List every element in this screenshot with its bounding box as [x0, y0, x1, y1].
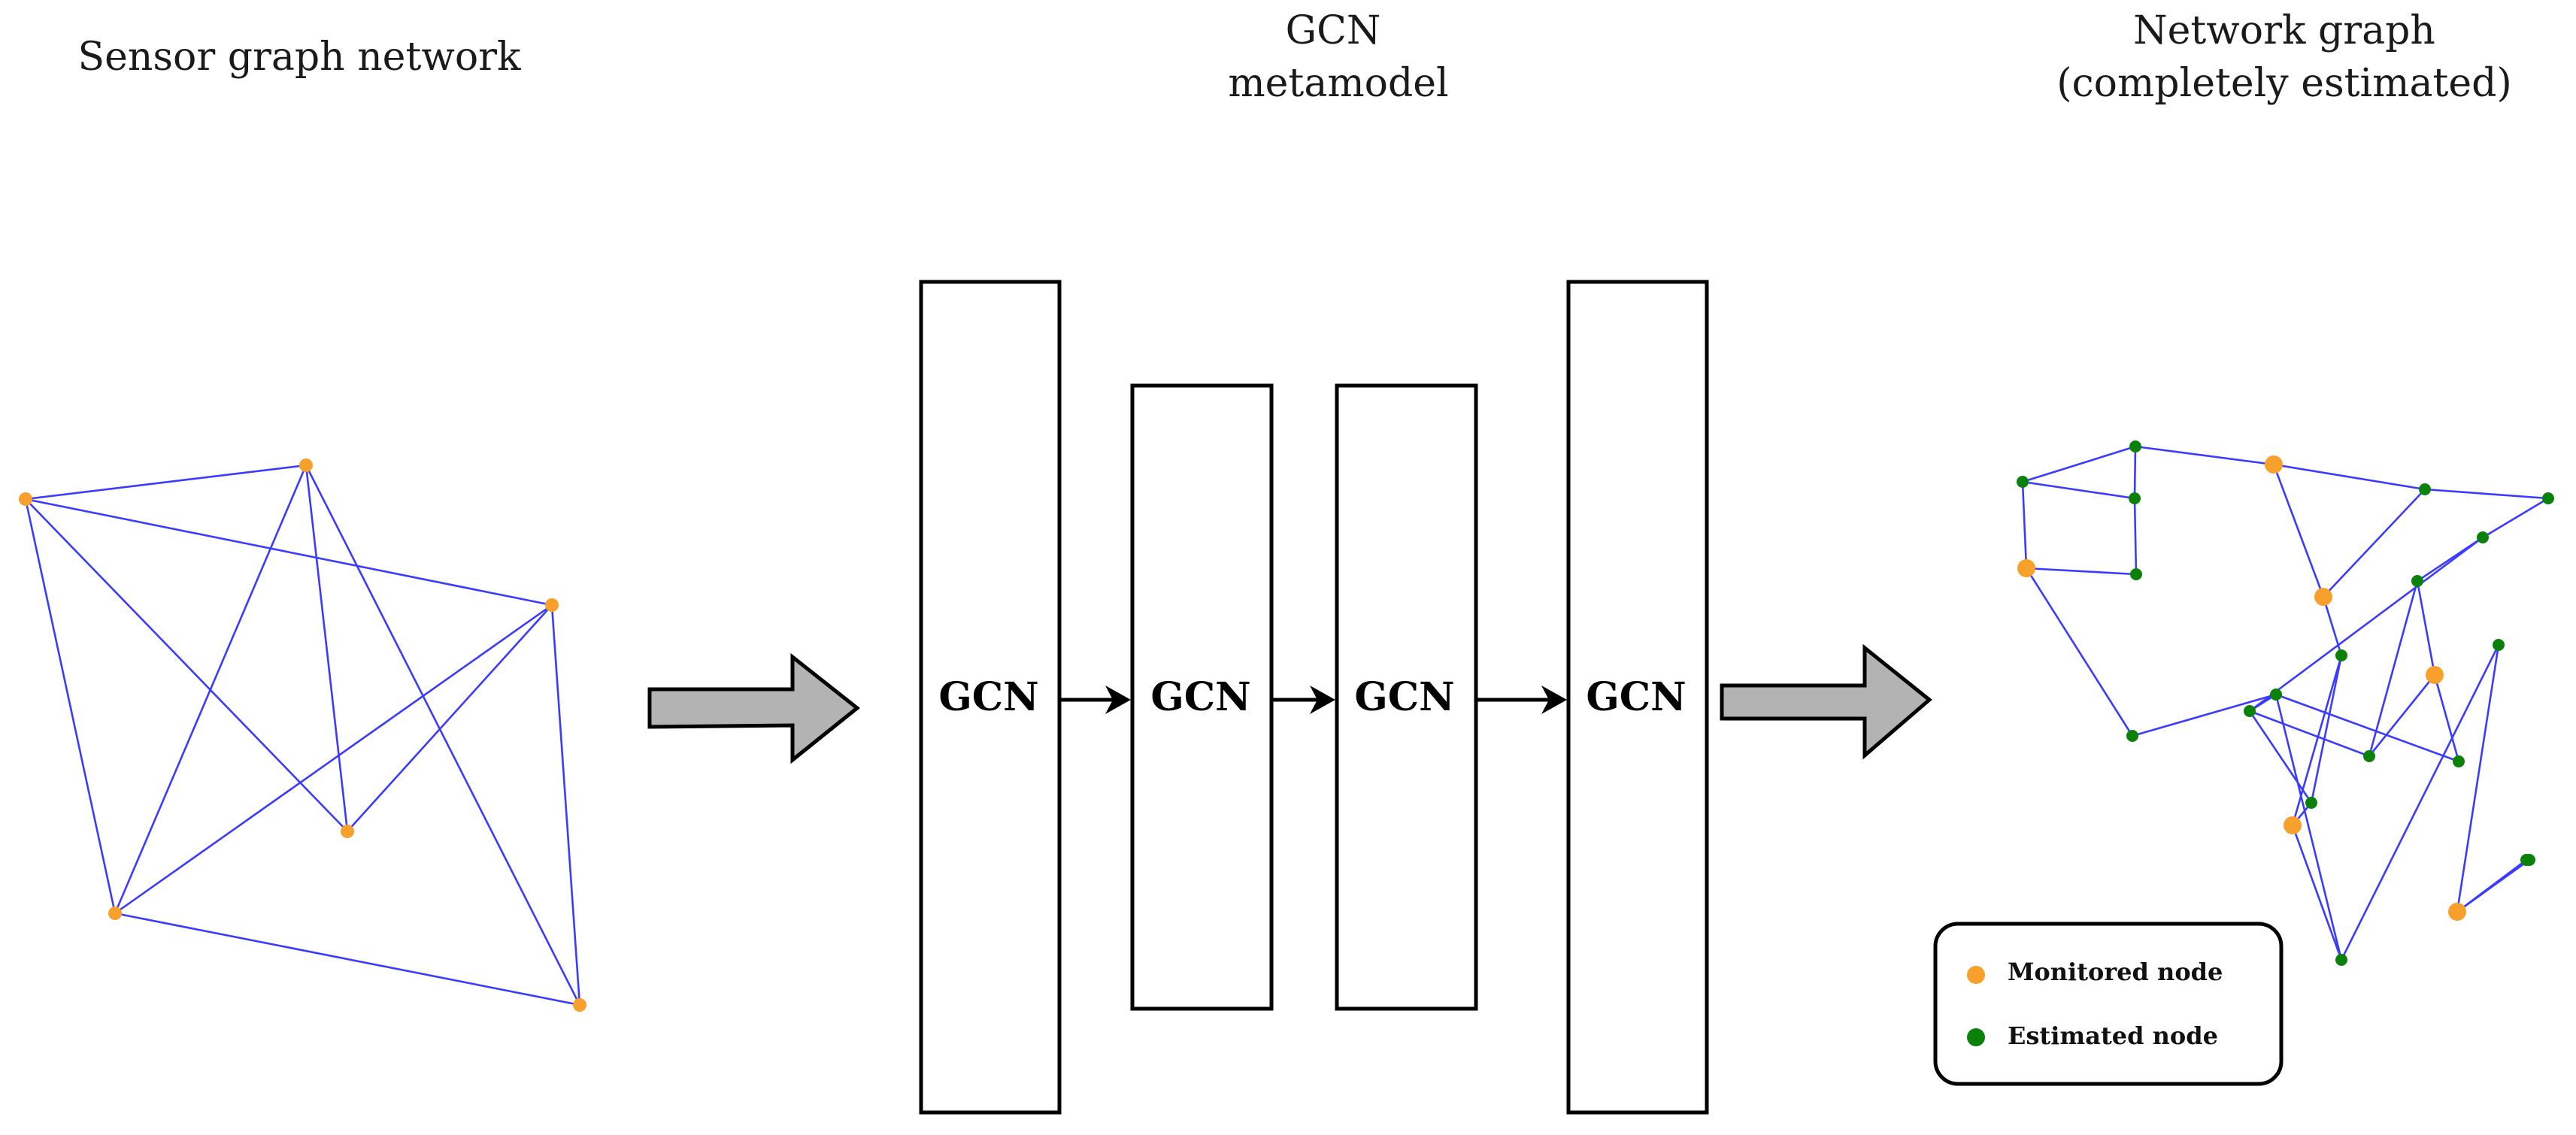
gcn-layer-label: GCN	[938, 674, 1038, 720]
sensor-graph-edge	[114, 465, 308, 914]
network-graph-edge	[2456, 858, 2527, 913]
layer-connector-arrow	[1271, 686, 1335, 714]
monitored-node-legend-label: Monitored node	[2008, 958, 2223, 986]
sensor-node	[573, 998, 586, 1012]
estimated-node	[2335, 954, 2347, 966]
monitored-node	[2426, 666, 2444, 684]
sensor-node	[545, 598, 559, 612]
network-graph-edge	[2456, 644, 2500, 913]
monitored-node	[2284, 816, 2302, 834]
layer-connector-arrow	[1476, 686, 1567, 714]
estimated-node	[2130, 568, 2142, 580]
monitored-node	[2448, 903, 2466, 921]
gcn-layer-label: GCN	[1150, 674, 1250, 720]
estimated-node-legend-label: Estimated node	[2008, 1021, 2218, 1050]
estimated-node	[2520, 854, 2532, 866]
network-graph-edge	[2249, 710, 2370, 758]
network-graph-edge	[2025, 568, 2134, 737]
network-graph-title-line1: Network graph	[2133, 8, 2435, 53]
monitored-node-legend-marker	[1967, 966, 1985, 984]
estimated-node	[2363, 750, 2375, 762]
gcn-layer-label: GCN	[1586, 674, 1686, 720]
layer-connector-arrow	[1059, 686, 1131, 714]
network-graph-edge	[2368, 580, 2419, 757]
sensor-graph-title: Sensor graph network	[77, 35, 521, 80]
estimated-node	[2017, 476, 2029, 488]
network-graph-estimated	[2017, 440, 2554, 966]
network-graph-edge	[2135, 445, 2274, 466]
estimated-node	[2419, 483, 2431, 495]
gcn-metamodel-title-line2: metamodel	[1228, 61, 1448, 106]
estimated-node	[2270, 689, 2282, 701]
network-graph-edge	[2482, 497, 2549, 539]
estimated-node	[2453, 755, 2465, 767]
network-graph-edge	[2433, 674, 2460, 762]
network-graph-edge	[2291, 825, 2343, 961]
sensor-graph-edge	[25, 464, 307, 501]
network-graph-edge	[2368, 674, 2436, 757]
network-graph-edge	[2424, 488, 2549, 500]
sensor-graph-edge	[114, 604, 553, 915]
monitored-node	[2314, 588, 2332, 606]
estimated-node-legend-marker	[1967, 1028, 1985, 1046]
sensor-graph-edge	[25, 498, 553, 607]
network-graph-edge	[2021, 481, 2028, 569]
network-graph-edge	[2291, 655, 2343, 826]
gcn-layer-box	[919, 280, 1062, 1115]
sensor-graph-edge	[305, 465, 349, 832]
sensor-graph-edge	[25, 498, 348, 832]
network-graph-edge	[2022, 445, 2136, 483]
network-graph-edge	[2132, 693, 2277, 737]
estimated-node	[2477, 531, 2489, 543]
sensor-graph-edge	[305, 465, 581, 1006]
network-graph-edge	[2323, 489, 2426, 598]
network-graph-edge	[2310, 655, 2343, 804]
sensor-node	[341, 825, 354, 838]
estimated-node	[2305, 797, 2317, 809]
gcn-metamodel-title-line1: GCN	[1286, 8, 1381, 53]
gcn-metamodel: GCN GCN GCN GCN	[919, 280, 1709, 1115]
network-graph-edge	[2416, 580, 2436, 676]
input-flow-arrow	[647, 652, 861, 764]
network-graph-edge	[2322, 596, 2343, 656]
estimated-node	[2129, 440, 2141, 452]
network-graph-edge	[2273, 463, 2426, 491]
network-graph-edge	[2272, 464, 2325, 598]
sensor-node	[19, 492, 32, 506]
gcn-layer-box	[1335, 383, 1478, 1011]
legend-box	[1933, 922, 2284, 1086]
gcn-layer-label: GCN	[1354, 674, 1454, 720]
network-graph-edge	[2248, 710, 2313, 804]
network-graph-edge	[2340, 644, 2500, 961]
estimated-node	[2493, 639, 2505, 651]
sensor-graph-edge	[24, 498, 117, 914]
sensor-graph-edge	[347, 604, 553, 832]
sensor-graph-edge	[550, 604, 581, 1006]
legend: Monitored node Estimated node	[1933, 922, 2284, 1086]
estimated-node	[2244, 705, 2256, 717]
network-graph-edge	[2022, 480, 2135, 500]
gcn-layer-box	[1566, 280, 1709, 1115]
output-flow-arrow	[1720, 643, 1932, 760]
sensor-node	[108, 906, 122, 920]
monitored-node	[2265, 456, 2283, 474]
monitored-node	[2017, 559, 2035, 577]
network-graph-edge	[2249, 536, 2484, 713]
sensor-graph-network	[19, 459, 586, 1012]
network-graph-edge	[2026, 567, 2137, 576]
estimated-node	[2411, 575, 2423, 587]
estimated-node	[2126, 730, 2138, 742]
network-graph-edge	[2275, 693, 2459, 763]
estimated-node	[2335, 649, 2347, 661]
network-graph-edge	[2133, 498, 2138, 575]
gcn-layer-box	[1130, 383, 1274, 1011]
estimated-node	[2129, 492, 2141, 504]
network-graph-title-line2: (completely estimated)	[2056, 61, 2511, 106]
estimated-node	[2542, 492, 2554, 504]
network-graph-edge	[2274, 694, 2343, 961]
sensor-node	[299, 459, 313, 472]
sensor-graph-edge	[114, 912, 580, 1006]
